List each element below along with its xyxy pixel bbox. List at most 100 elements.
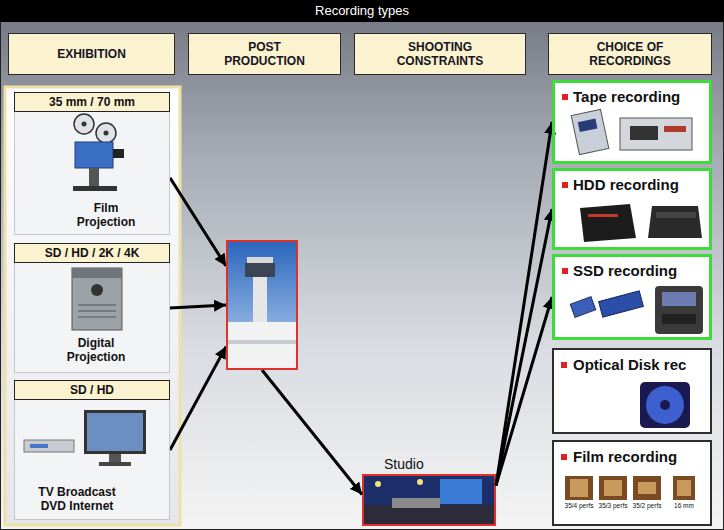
node-text: Tape recording	[573, 88, 709, 106]
studio-photo-part	[363, 475, 495, 525]
film-projector-part	[113, 149, 124, 158]
exhibition-box: Digital ProjectionSD / HD / 2K / 4K	[14, 243, 170, 373]
node-text: Studio	[384, 456, 474, 472]
hdd-units-part	[656, 212, 696, 218]
flow-arrow	[496, 297, 552, 485]
strip-label: 35/2 perfs	[628, 502, 666, 510]
studio-photo-part	[392, 498, 440, 508]
recording-box-fills-part	[552, 348, 712, 434]
recording-box-fills-part	[552, 80, 712, 164]
optical-disk-part	[660, 400, 670, 410]
film-strips-part	[599, 476, 627, 500]
film-strips	[565, 476, 695, 500]
recording-box-fills-part	[552, 440, 712, 526]
control-tower-photo-part	[247, 257, 273, 263]
tv-and-dvd	[24, 410, 146, 466]
tape-cassettes-part	[664, 126, 686, 132]
diagram-title: Recording types	[315, 0, 409, 22]
strip-label: 35/4 perfs	[560, 502, 598, 510]
format-header: SD / HD	[14, 380, 170, 400]
bullet-mark	[562, 268, 568, 274]
hdd-units	[580, 204, 702, 242]
studio-box: Studio	[362, 456, 496, 526]
film-projector-part	[82, 122, 87, 127]
flow-arrow	[496, 122, 552, 485]
node-text: TV Broadcast DVD Internet	[35, 485, 119, 513]
recording-box-fills	[552, 80, 712, 526]
tape-cassettes	[571, 109, 692, 154]
recording-box-fills-part	[552, 254, 712, 340]
digital-projector-part	[78, 305, 116, 306]
film-strips-part	[570, 479, 588, 497]
title-bar: Recording types	[0, 0, 724, 22]
recording-box: Tape recording	[552, 80, 712, 164]
node-text: Film recording	[573, 448, 709, 466]
optical-disk-part	[646, 386, 684, 424]
strip-label: 35/3 perfs	[594, 502, 632, 510]
film-projector-part	[96, 123, 116, 143]
studio-photo-part	[375, 481, 381, 487]
control-tower-photo-part	[227, 241, 297, 369]
film-projector-part	[74, 114, 94, 134]
exhibition-panel	[5, 87, 180, 525]
node-text: SHOOTING CONSTRAINTS	[384, 40, 496, 68]
recording-box: Film recording	[552, 440, 712, 526]
flow-arrow	[496, 209, 552, 485]
exhibition-panel-part	[14, 92, 170, 235]
label-box: 35/3 perfs	[594, 502, 632, 510]
format-header: SD / HD / 2K / 4K	[14, 243, 170, 263]
exhibition-panel-part	[14, 243, 170, 373]
post-production-photo	[226, 240, 298, 370]
digital-projector-part	[91, 284, 103, 296]
film-strips-part	[677, 480, 691, 496]
film-projector-part	[75, 142, 113, 168]
hdd-units-part	[648, 206, 702, 238]
strip-label: 16 mm	[665, 502, 703, 510]
bullet-mark	[562, 182, 568, 188]
control-tower-photo-part	[228, 340, 296, 344]
ssd-media-part	[662, 314, 696, 324]
hdd-units-part	[588, 214, 618, 217]
studio-photo-part	[417, 479, 423, 485]
control-tower-photo-part	[245, 263, 275, 277]
node-text: POST PRODUCTION	[210, 40, 320, 68]
flow-arrow	[170, 305, 226, 308]
node-text: SD / HD / 2K / 4K	[17, 246, 167, 260]
column-header: CHOICE OF RECORDINGS	[548, 33, 712, 75]
ssd-media-part	[599, 291, 644, 317]
tape-cassettes-part	[620, 118, 692, 150]
tv-and-dvd-part	[87, 413, 143, 451]
tv-and-dvd-part	[30, 444, 48, 448]
recording-box: HDD recording	[552, 168, 712, 250]
ssd-media-part	[662, 292, 696, 306]
flow-arrow	[262, 370, 362, 495]
ssd-media-part	[570, 297, 595, 318]
ssd-media-part	[655, 286, 703, 334]
format-header: 35 mm / 70 mm	[14, 92, 170, 112]
node-text: SSD recording	[573, 262, 709, 280]
studio-photo-part	[364, 476, 494, 524]
studio-photo	[363, 475, 495, 525]
studio-photo-part	[440, 479, 482, 504]
tv-and-dvd-part	[84, 410, 146, 454]
control-tower-photo-part	[228, 322, 296, 368]
film-projector-part	[73, 186, 117, 191]
exhibition-box: Film Projection 35 mm / 70 mm	[14, 92, 170, 235]
tape-cassettes-part	[630, 126, 658, 140]
digital-projector-part	[78, 311, 116, 312]
recording-box: Optical Disk rec	[552, 348, 712, 434]
recording-box-fills-part	[552, 168, 712, 250]
tape-cassettes-part	[578, 119, 598, 133]
column-header: EXHIBITION	[8, 33, 175, 75]
bullet-mark	[561, 362, 567, 368]
node-text: Film Projection	[70, 201, 142, 229]
node-text: Optical Disk rec	[573, 356, 709, 374]
digital-projector-part	[72, 268, 122, 278]
column-header: POST PRODUCTION	[188, 33, 341, 75]
film-strips-part	[638, 482, 656, 494]
label-box: 16 mm	[665, 502, 703, 510]
label-box: 35/4 perfs	[560, 502, 598, 510]
